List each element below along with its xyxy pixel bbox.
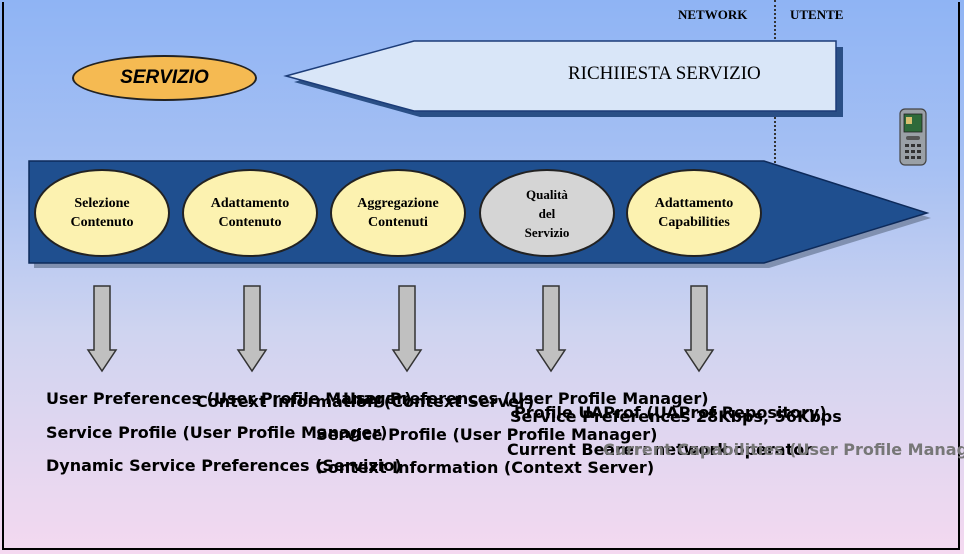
stage-adattamento-contenuto: Adattamento Contenuto xyxy=(182,169,318,257)
stage-adattamento-capabilities: Adattamento Capabilities xyxy=(626,169,762,257)
down-arrow xyxy=(86,285,118,373)
mobile-phone-icon xyxy=(899,108,927,166)
down-arrow xyxy=(535,285,567,373)
info-dynamic-service-preferences: Dynamic Service Preferences (Servizio) xyxy=(46,456,402,475)
info-service-profile: Service Profile (User Profile Manager) xyxy=(46,423,388,442)
request-arrow xyxy=(283,40,837,112)
network-label: NETWORK xyxy=(678,7,748,22)
info-service-profile-2: Service Profile (User Profile Manager) xyxy=(316,425,658,444)
request-label: RICHIIESTA SERVIZIO xyxy=(568,63,761,84)
stage-selezione-contenuto: Selezione Contenuto xyxy=(34,169,170,257)
info-context-information: Context Information (Context Server) xyxy=(196,392,535,411)
info-profile-uaprof: Profile UAProf (UAProf Repository) xyxy=(514,403,827,422)
down-arrow xyxy=(236,285,268,373)
info-current-bearer: Current Bearer: network operator xyxy=(507,440,813,459)
info-service-preferences-kbps: Service Preferences 28Kbps, 56Kbps xyxy=(510,407,842,426)
info-user-preferences-2: User Preferences (User Profile Manager) xyxy=(343,389,709,408)
info-current-capabilities: Current Capabilities (User Profile Manag… xyxy=(603,440,964,459)
stage-aggregazione-contenuti: Aggregazione Contenuti xyxy=(330,169,466,257)
info-context-information-2: Context Information (Context Server) xyxy=(316,458,655,477)
servizio-ellipse: SERVIZIO xyxy=(72,55,257,101)
stage-qualita-del-servizio: Qualità del Servizio xyxy=(479,169,615,257)
down-arrow xyxy=(683,285,715,373)
info-user-preferences: User Preferences (User Profile Manager) xyxy=(46,389,412,408)
down-arrow xyxy=(391,285,423,373)
utente-label: UTENTE xyxy=(790,7,844,22)
